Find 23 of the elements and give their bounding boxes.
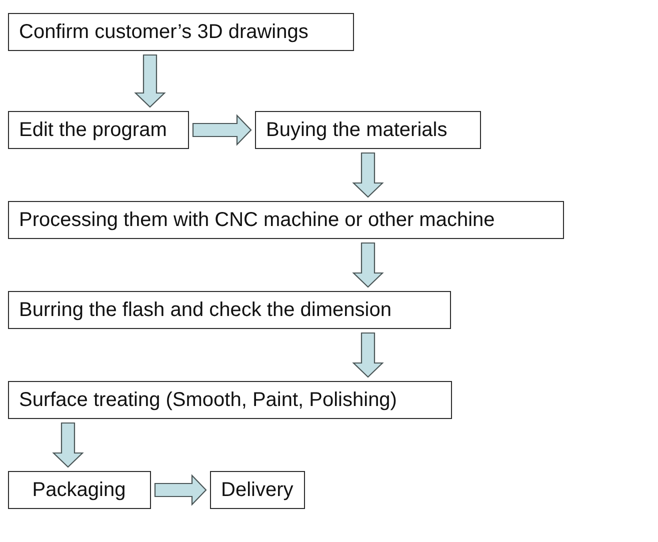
step-label: Burring the flash and check the dimension xyxy=(19,298,392,322)
step-label: Surface treating (Smooth, Paint, Polishing) xyxy=(19,388,397,412)
block-arrow xyxy=(192,114,252,146)
block-arrow xyxy=(52,422,84,468)
step-label: Packaging xyxy=(32,478,126,502)
process-box xyxy=(8,13,354,51)
process-box xyxy=(8,471,151,509)
block-arrow xyxy=(134,54,166,108)
process-box xyxy=(210,471,306,509)
block-arrow xyxy=(154,474,207,506)
process-box xyxy=(255,111,481,149)
step-label: Confirm customer’s 3D drawings xyxy=(19,20,308,44)
step-label: Processing them with CNC machine or other machine xyxy=(19,208,495,232)
step-label: Buying the materials xyxy=(266,118,448,142)
step-label: Edit the program xyxy=(19,118,167,142)
block-arrow xyxy=(352,242,384,288)
process-box xyxy=(8,111,189,149)
block-arrow xyxy=(352,332,384,378)
process-box xyxy=(8,201,564,239)
block-arrow xyxy=(352,152,384,198)
process-box xyxy=(8,381,452,419)
step-label: Delivery xyxy=(221,478,294,502)
process-box xyxy=(8,291,451,329)
